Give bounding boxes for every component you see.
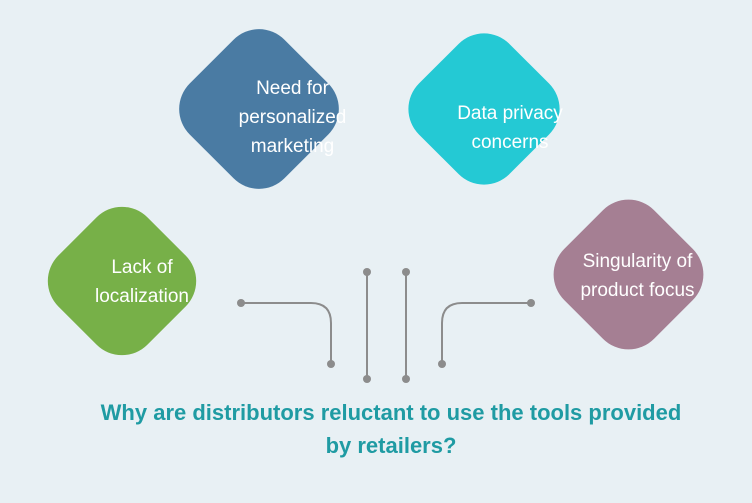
connector-center-right — [402, 268, 410, 383]
connector-right-elbow — [438, 299, 535, 368]
central-question: Why are distributors reluctant to use th… — [100, 400, 682, 458]
reason-label-data-privacy: Data privacy concerns — [457, 103, 563, 153]
connector-left-elbow — [237, 299, 335, 368]
reason-label-product-focus: Singularity of product focus — [580, 251, 695, 301]
reason-label-localization: Lack of localization — [95, 257, 189, 307]
reason-label-personalized-marketing: Need for personalized marketing — [238, 77, 347, 157]
connector-center-left — [363, 268, 371, 383]
